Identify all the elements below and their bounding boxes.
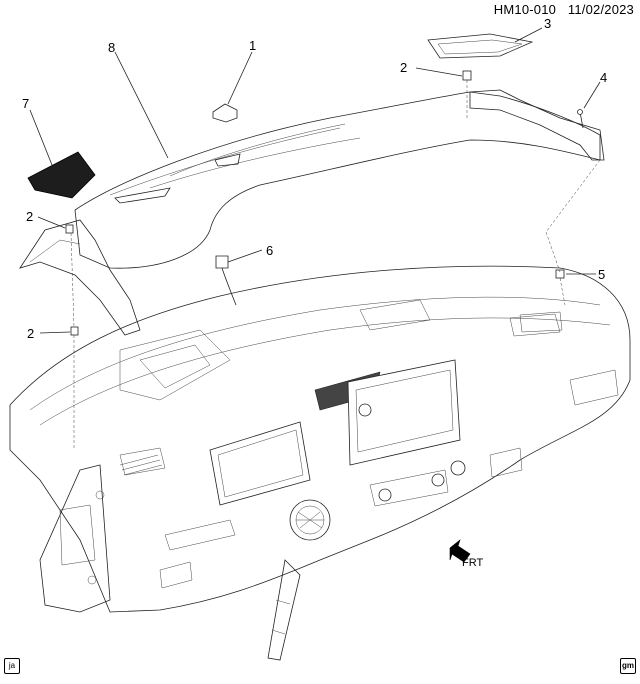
right-speaker-grille bbox=[427, 33, 534, 59]
callout-3: 3 bbox=[544, 16, 551, 31]
callout-5: 5 bbox=[598, 267, 605, 282]
clip-right bbox=[462, 70, 472, 81]
front-label: FRT bbox=[462, 557, 483, 569]
clip-left-lower bbox=[70, 326, 79, 336]
clip-part-5 bbox=[555, 269, 565, 279]
front-direction-arrow: FRT bbox=[449, 539, 483, 569]
callout-2-right: 2 bbox=[400, 60, 407, 75]
sensor-part-6 bbox=[215, 255, 237, 306]
brand-logo-icon: gm bbox=[620, 658, 636, 674]
clip-left-upper bbox=[65, 224, 74, 234]
callout-8: 8 bbox=[108, 40, 115, 55]
instrument-panel bbox=[9, 265, 631, 661]
callout-2-left-lower: 2 bbox=[27, 326, 34, 341]
upper-trim-pad bbox=[19, 89, 605, 336]
diagram-code: HM10-010 bbox=[493, 2, 557, 17]
callout-7: 7 bbox=[22, 96, 29, 111]
diagram-date: 11/02/2023 bbox=[567, 2, 634, 17]
diagram-header: HM10-010 11/02/2023 bbox=[486, 2, 634, 17]
language-badge: ja bbox=[4, 658, 20, 674]
callout-6: 6 bbox=[266, 243, 273, 258]
center-speaker-grille bbox=[212, 103, 238, 123]
callout-1: 1 bbox=[249, 38, 256, 53]
left-speaker-grille bbox=[27, 151, 96, 199]
callout-4: 4 bbox=[600, 70, 607, 85]
callout-2-left-upper: 2 bbox=[26, 209, 33, 224]
